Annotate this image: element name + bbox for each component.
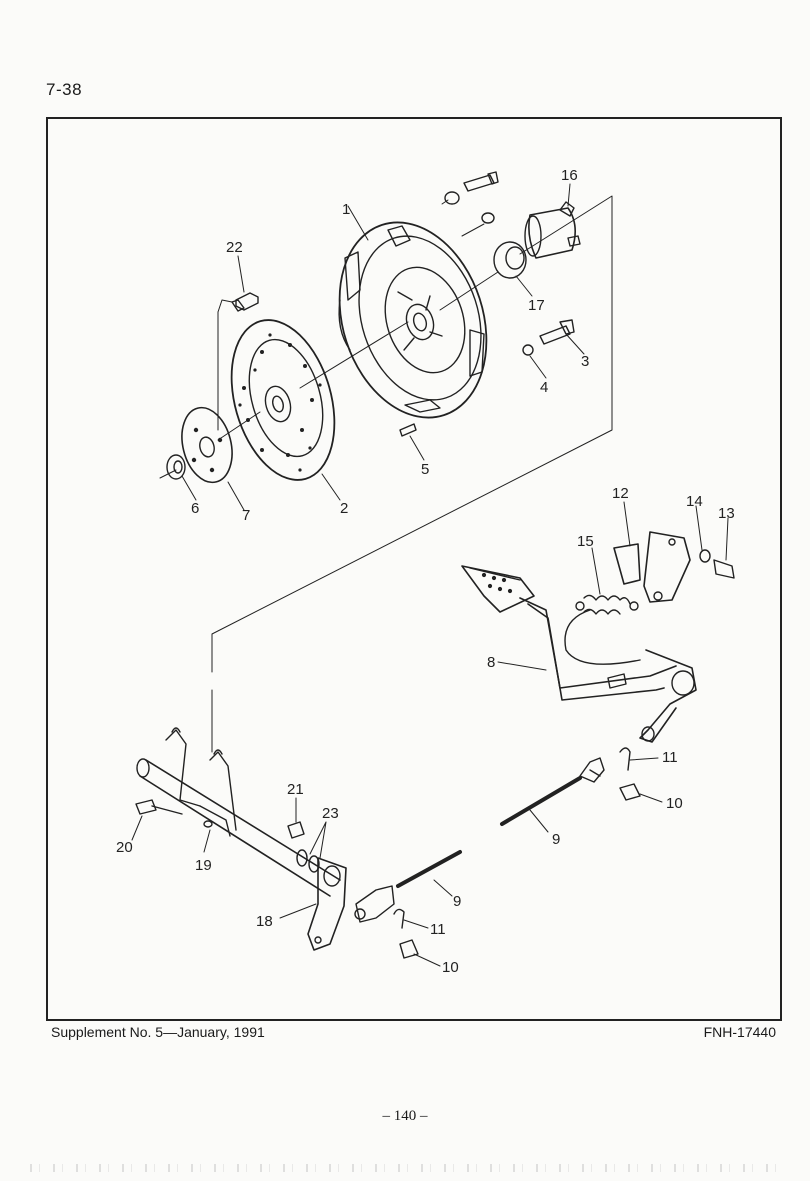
callout-leaders xyxy=(131,183,729,967)
damper-plate xyxy=(181,406,233,484)
supplement-note: Supplement No. 5—January, 1991 xyxy=(51,1024,265,1040)
callout-18: 18 xyxy=(256,913,273,930)
callout-2: 2 xyxy=(340,500,348,517)
clutch-pedal xyxy=(461,565,697,743)
callout-20: 20 xyxy=(116,839,133,856)
sheet-number: – 140 – xyxy=(382,1108,428,1124)
callout-4: 4 xyxy=(540,379,548,396)
callout-6: 6 xyxy=(191,500,199,517)
bearing-hub xyxy=(493,241,527,279)
callout-1: 1 xyxy=(342,201,350,218)
bolt-20 xyxy=(135,799,183,815)
callout-16: 16 xyxy=(561,167,578,184)
callout-23: 23 xyxy=(322,805,339,822)
callout-13: 13 xyxy=(718,505,735,522)
callout-15: 15 xyxy=(577,533,594,550)
release-bearing xyxy=(524,201,581,259)
part-code: FNH-17440 xyxy=(703,1024,776,1040)
return-spring xyxy=(575,594,639,615)
clutch-disc xyxy=(230,319,336,481)
callout-9b: 9 xyxy=(453,893,461,910)
bushing-23 xyxy=(296,849,320,873)
pins-and-clips xyxy=(393,747,641,959)
callout-labels: 1 16 22 17 3 4 5 6 7 2 12 14 13 15 8 11 … xyxy=(116,167,735,976)
callout-19: 19 xyxy=(195,857,212,874)
callout-11b: 11 xyxy=(430,921,446,938)
callout-14: 14 xyxy=(686,493,703,510)
scan-artifact-strip xyxy=(30,1164,780,1172)
release-arm xyxy=(307,857,347,951)
callout-12: 12 xyxy=(612,485,629,502)
callout-10a: 10 xyxy=(666,795,683,812)
bolt-13-washer-14 xyxy=(699,549,735,579)
callout-17: 17 xyxy=(528,297,545,314)
callout-21: 21 xyxy=(287,781,304,798)
bolt-22 xyxy=(231,292,259,312)
pedal-bracket xyxy=(613,531,691,603)
callout-11a: 11 xyxy=(662,749,678,766)
bushing-21 xyxy=(287,821,305,839)
diagram-frame xyxy=(46,117,782,1021)
hub-nut xyxy=(166,454,186,480)
callout-5: 5 xyxy=(421,461,429,478)
callout-10b: 10 xyxy=(442,959,459,976)
callout-7: 7 xyxy=(242,507,250,524)
release-fork-shaft xyxy=(136,727,341,897)
callout-8: 8 xyxy=(487,654,495,671)
callout-3: 3 xyxy=(581,353,589,370)
pressure-plate-assembly xyxy=(338,221,488,419)
clutch-rod xyxy=(354,757,605,923)
alignment-lines xyxy=(159,195,613,753)
small-bolts xyxy=(399,171,575,437)
page-number: 7-38 xyxy=(46,80,83,99)
callout-22: 22 xyxy=(226,239,243,256)
callout-9a: 9 xyxy=(552,831,560,848)
